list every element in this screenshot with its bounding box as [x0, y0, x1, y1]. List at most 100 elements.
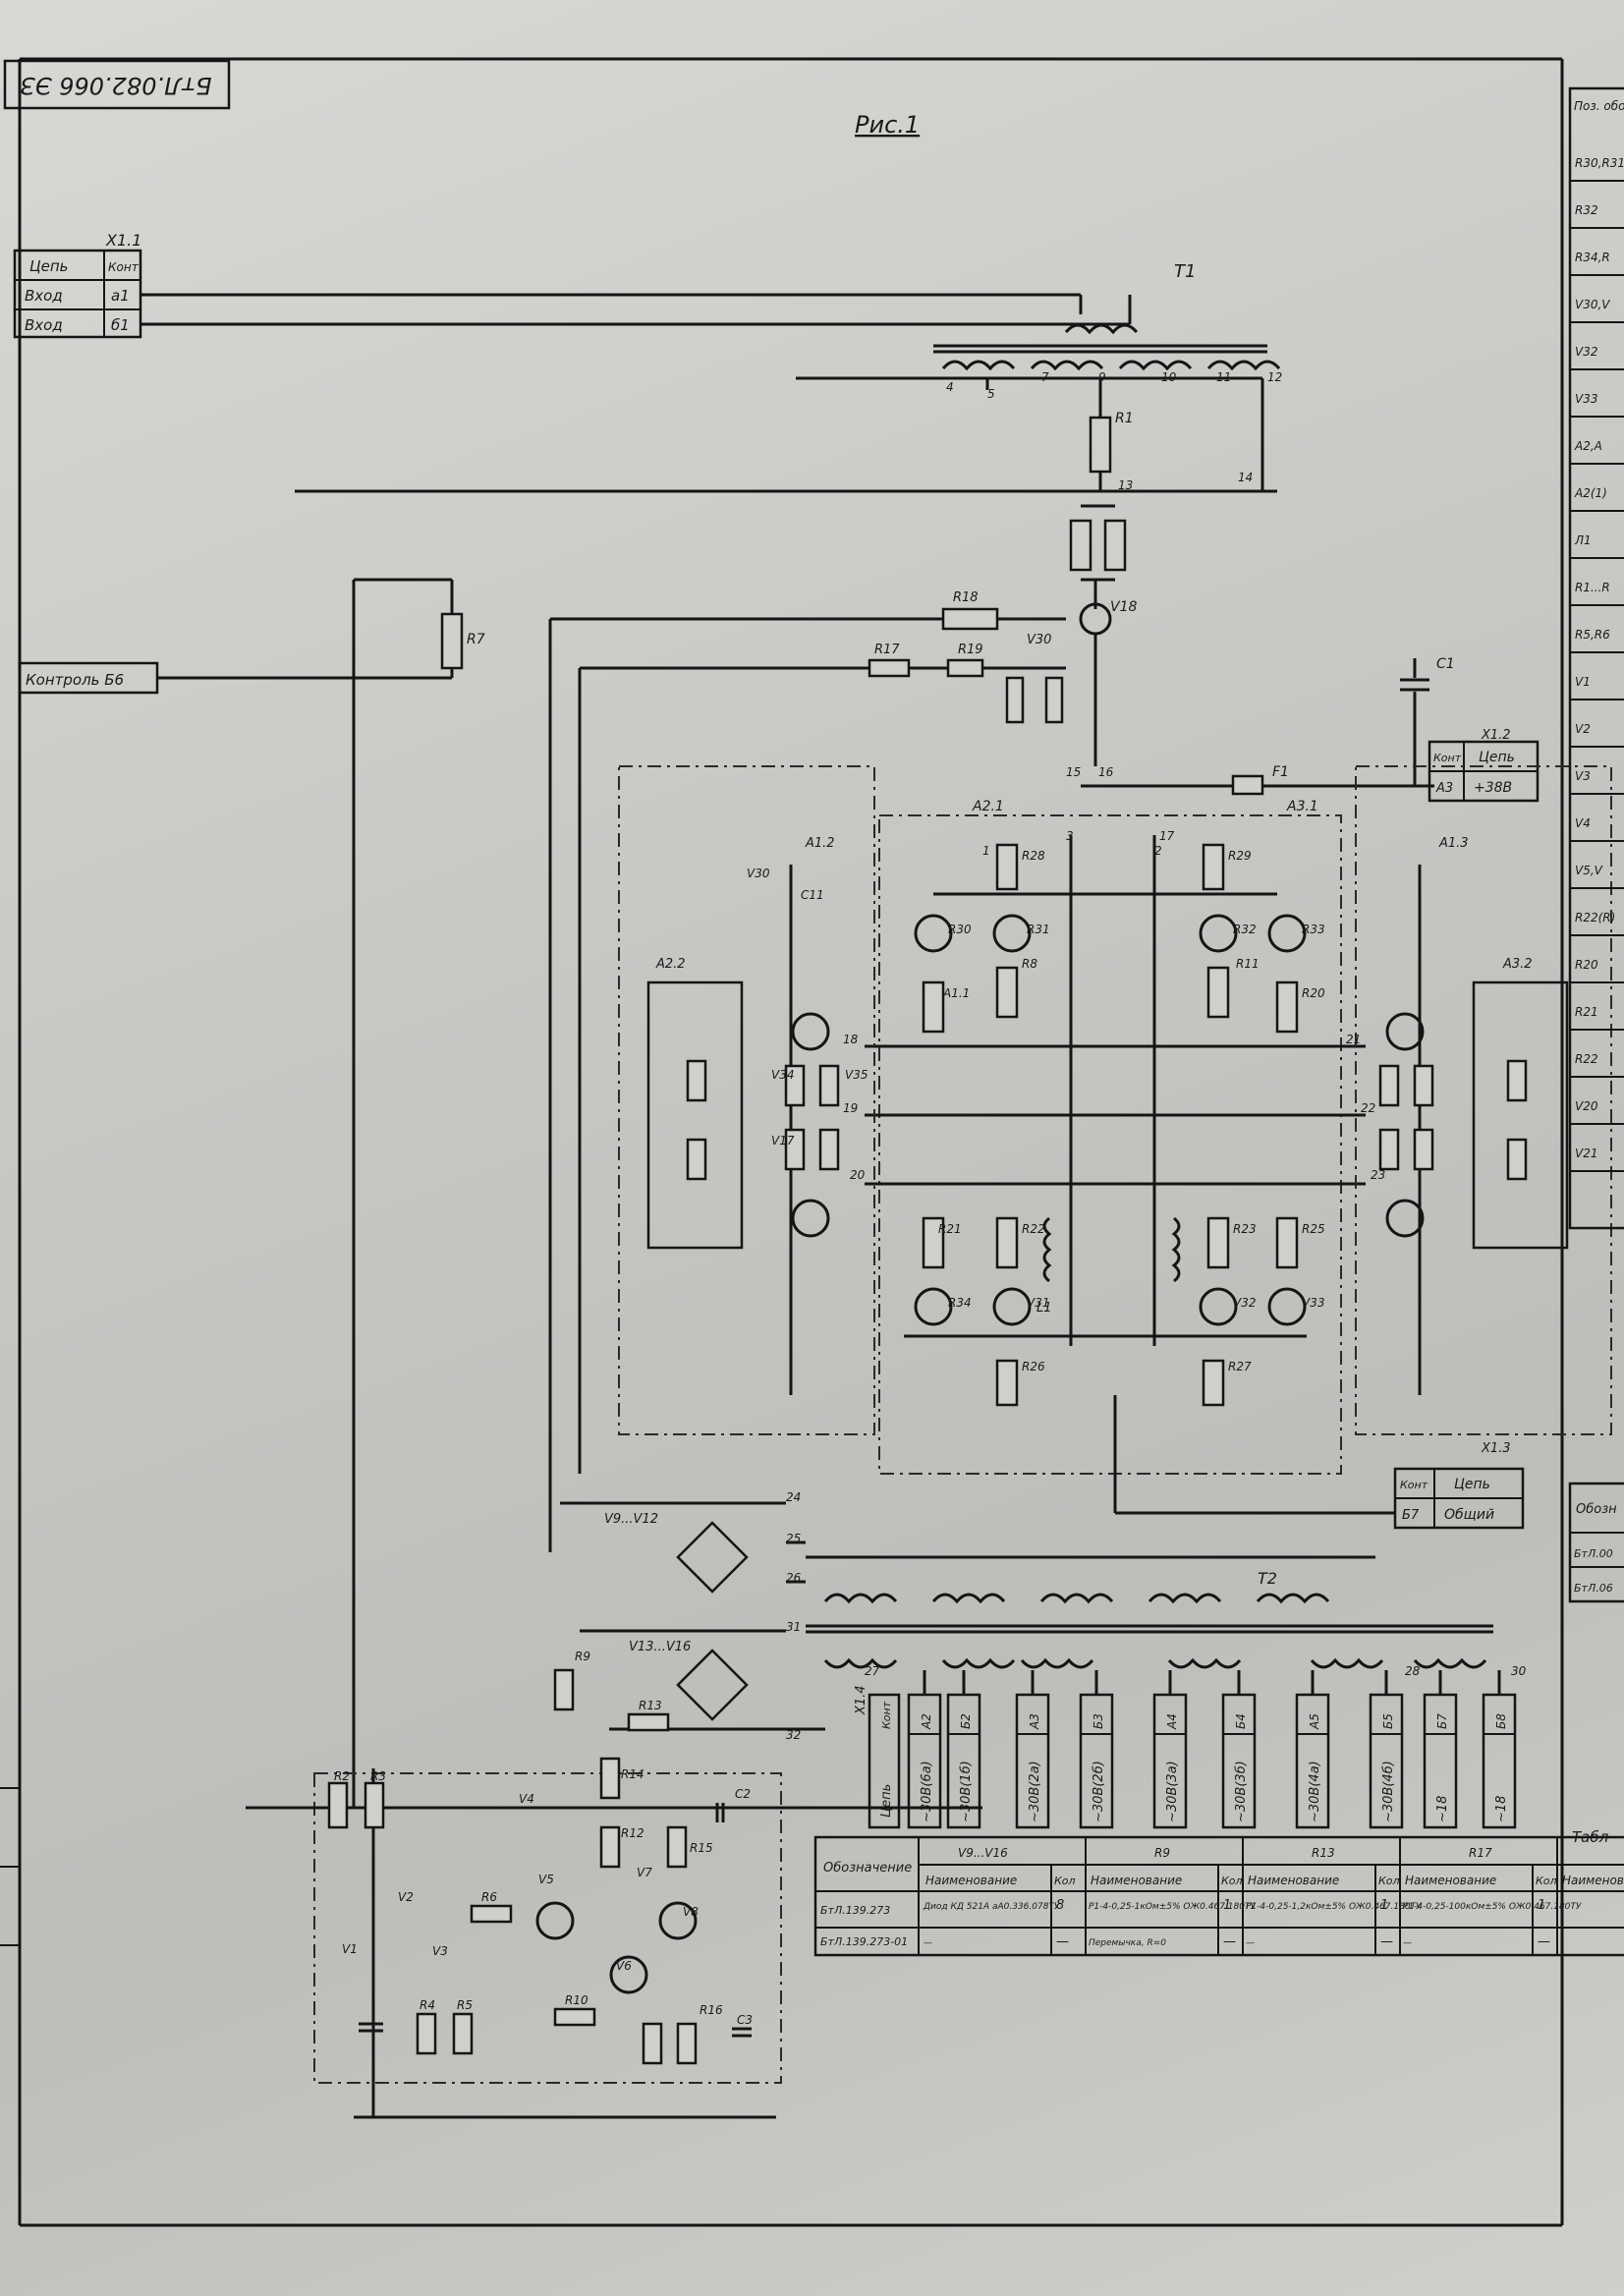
module-a1-3: А1.3 А3.2	[1355, 765, 1612, 1435]
component-label: T1	[1174, 261, 1196, 282]
strip-item: V1	[1575, 675, 1591, 689]
x14-contact: Б8	[1494, 1713, 1508, 1729]
doc-number: БтЛ.082.066 ЭЗ	[20, 72, 211, 99]
component-label: C1	[1436, 656, 1455, 672]
component-label: T2	[1258, 1569, 1277, 1588]
table-header: Наименование	[1405, 1874, 1496, 1887]
component-label: R33	[1302, 923, 1325, 936]
pin-number: 24	[786, 1490, 801, 1504]
strip-item: Л1	[1574, 533, 1592, 547]
connector-ref: X1.3	[1481, 1441, 1511, 1456]
pin-number: 30	[1511, 1664, 1527, 1678]
component-label: V18	[1110, 599, 1137, 615]
strip-item: V2	[1575, 722, 1591, 736]
table-cell: Диод КД 521А аА0.336.078ТУ	[923, 1902, 1060, 1912]
component-label: R22	[1022, 1222, 1045, 1236]
table-header: Конт	[108, 260, 140, 274]
table-header: Конт	[880, 1701, 893, 1729]
box-row: БтЛ.00	[1574, 1547, 1613, 1560]
table-cell: Перемычка, R=0	[1089, 1938, 1166, 1948]
component-label: R27	[1228, 1360, 1252, 1373]
component-label: А1.2	[805, 836, 835, 851]
component-label: R1	[1115, 411, 1134, 426]
table-header: Наименование	[1562, 1874, 1624, 1887]
table-cell: Р1-4-0,25-1,2кОм±5% ОЖ0.467.180ТУ	[1246, 1902, 1422, 1912]
strip-item: R22	[1575, 1052, 1598, 1066]
strip-item: V20	[1575, 1099, 1598, 1113]
table-header: Цепь	[879, 1784, 894, 1818]
pin-number: 21	[1346, 1033, 1361, 1046]
strip-item: V32	[1575, 345, 1597, 359]
strip-item: V33	[1575, 392, 1597, 406]
table-cell: 1	[1380, 1898, 1388, 1913]
component-label: R30	[948, 923, 972, 936]
component-label: А3.1	[1286, 799, 1318, 814]
box-row: БтЛ.06	[1574, 1582, 1613, 1595]
component-label: А3.2	[1502, 957, 1533, 972]
pin-number: 15	[1066, 765, 1081, 779]
table-cell: +38В	[1474, 780, 1512, 796]
component-label: R10	[565, 1993, 588, 2007]
pin-number: 3	[1066, 829, 1074, 843]
table-header: Наименование	[925, 1874, 1017, 1887]
strip-item: V3	[1575, 769, 1591, 783]
pin-number: 25	[786, 1532, 801, 1545]
component-label: R21	[938, 1222, 962, 1236]
component-label: V4	[519, 1792, 534, 1806]
figure-title: Рис.1	[855, 111, 920, 139]
x14-contact: А3	[1028, 1713, 1041, 1730]
x14-contact: А2	[920, 1713, 933, 1730]
connector-x1-1: X1.1 Цепь Конт Вход а1 Вход б1	[13, 231, 141, 339]
pin-number: 2	[1154, 844, 1162, 858]
component-label: V34	[771, 1068, 794, 1082]
table-cell: б1	[111, 316, 130, 334]
strip-item: V5,V	[1575, 864, 1603, 877]
table-cell: а1	[111, 287, 130, 305]
connector-x1-4: X1.4 Цепь Конт ~30В(6а)А2~30В(1б)Б2~30В(…	[854, 1670, 1517, 1829]
pin-number: 1	[982, 844, 990, 858]
x14-circuit: ~30В(3б)	[1234, 1761, 1249, 1822]
pin-number: 14	[1238, 471, 1253, 484]
component-label: R32	[1233, 923, 1257, 936]
component-label: V3	[432, 1944, 448, 1958]
component-label: А1.1	[942, 986, 970, 1000]
component-label: V33	[1302, 1296, 1324, 1310]
table-cell: —	[1403, 1938, 1412, 1948]
pin-number: 19	[843, 1101, 858, 1115]
pin-number: 23	[1371, 1168, 1385, 1182]
x14-circuit: ~30В(4б)	[1381, 1761, 1396, 1822]
table-header: Конт	[1400, 1479, 1428, 1491]
component-label: C11	[801, 888, 824, 902]
table-header: Цепь	[1479, 750, 1515, 765]
strip-item: R34,R	[1575, 251, 1610, 264]
component-label: V31	[1027, 1296, 1049, 1310]
table-header: Кол	[1221, 1875, 1243, 1887]
component-label: R15	[690, 1841, 713, 1855]
component-label: R12	[621, 1826, 644, 1840]
strip-item: R20	[1575, 958, 1598, 972]
supply-input: C1 F1 X1.2 Конт Цепь А3 +38В	[1081, 656, 1540, 803]
x14-contact: А4	[1165, 1713, 1179, 1730]
component-label: V5	[538, 1873, 554, 1886]
table-cell: —	[1056, 1934, 1069, 1949]
table-header: Наименование	[1248, 1874, 1339, 1887]
table-cell: 8	[1056, 1898, 1064, 1913]
component-label: V17	[771, 1134, 795, 1148]
module-a1-2: А1.2 А2.2 V30 C11	[618, 765, 875, 1435]
component-label: R26	[1022, 1360, 1045, 1373]
transformer-t2: T2	[806, 1555, 1493, 1669]
table-header: Цепь	[29, 257, 69, 275]
table-header: Конт	[1433, 752, 1462, 764]
table-cell: Р1-4-0,25-1кОм±5% ОЖ0.467.180ТУ	[1089, 1902, 1256, 1912]
regulator-chain: R1 V18	[295, 378, 1277, 766]
table-cell: 1	[1538, 1898, 1545, 1913]
pin-number: 16	[1098, 765, 1114, 779]
component-label: R28	[1022, 849, 1045, 863]
connector-ref: X1.1	[105, 231, 141, 250]
pin-number: 32	[786, 1728, 801, 1742]
component-label: R5	[457, 1998, 473, 2012]
strip-item: А2,А	[1574, 439, 1602, 453]
